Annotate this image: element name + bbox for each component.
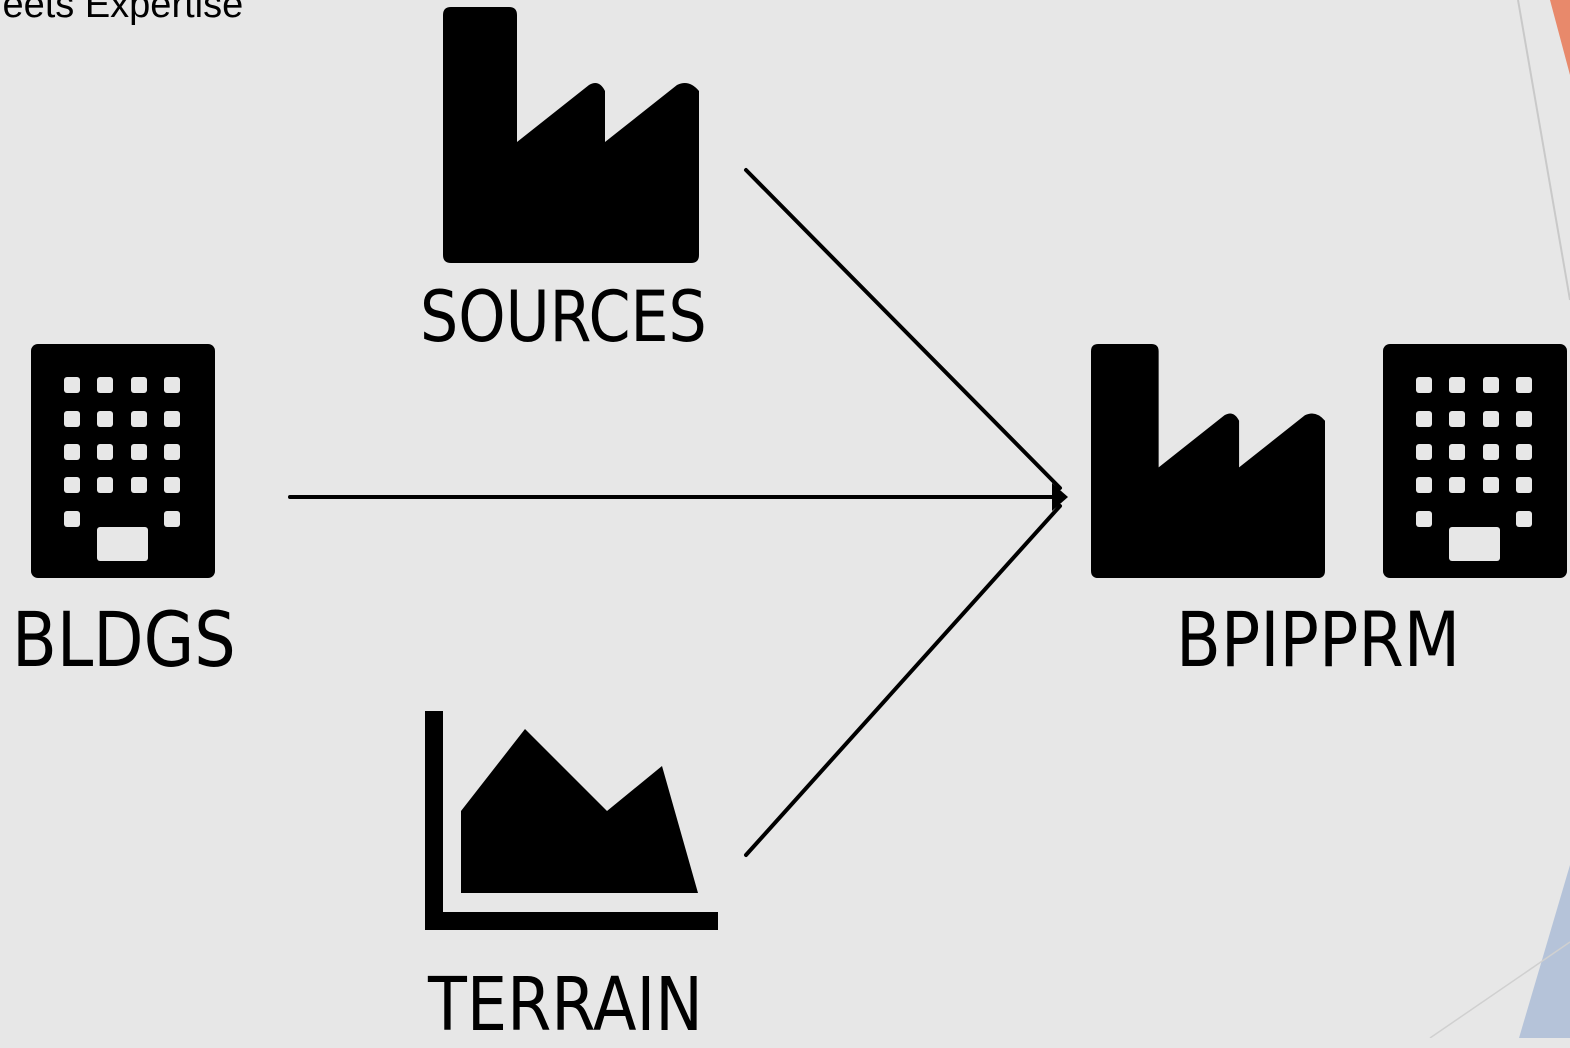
- connector-arrows: [288, 168, 1062, 857]
- slide-decoration: [1429, 0, 1570, 1038]
- sources-factory-icon: [443, 7, 699, 263]
- bldgs-building-icon: [31, 344, 215, 578]
- edge-sources-to-bpipprm: [744, 168, 1062, 490]
- bpipprm-label: BPIPPRM: [1176, 595, 1461, 684]
- arrowhead: [1052, 483, 1068, 511]
- bldgs-label: BLDGS: [12, 595, 236, 684]
- sources-label: SOURCES: [420, 276, 707, 358]
- partial-header-title: leets Expertise: [0, 0, 244, 26]
- terrain-area-chart-icon: [425, 711, 718, 930]
- edge-terrain-to-bpipprm: [744, 504, 1062, 857]
- terrain-label: TERRAIN: [428, 962, 703, 1048]
- bpipprm-building-icon: [1383, 344, 1567, 578]
- bpipprm-factory-icon: [1091, 344, 1325, 578]
